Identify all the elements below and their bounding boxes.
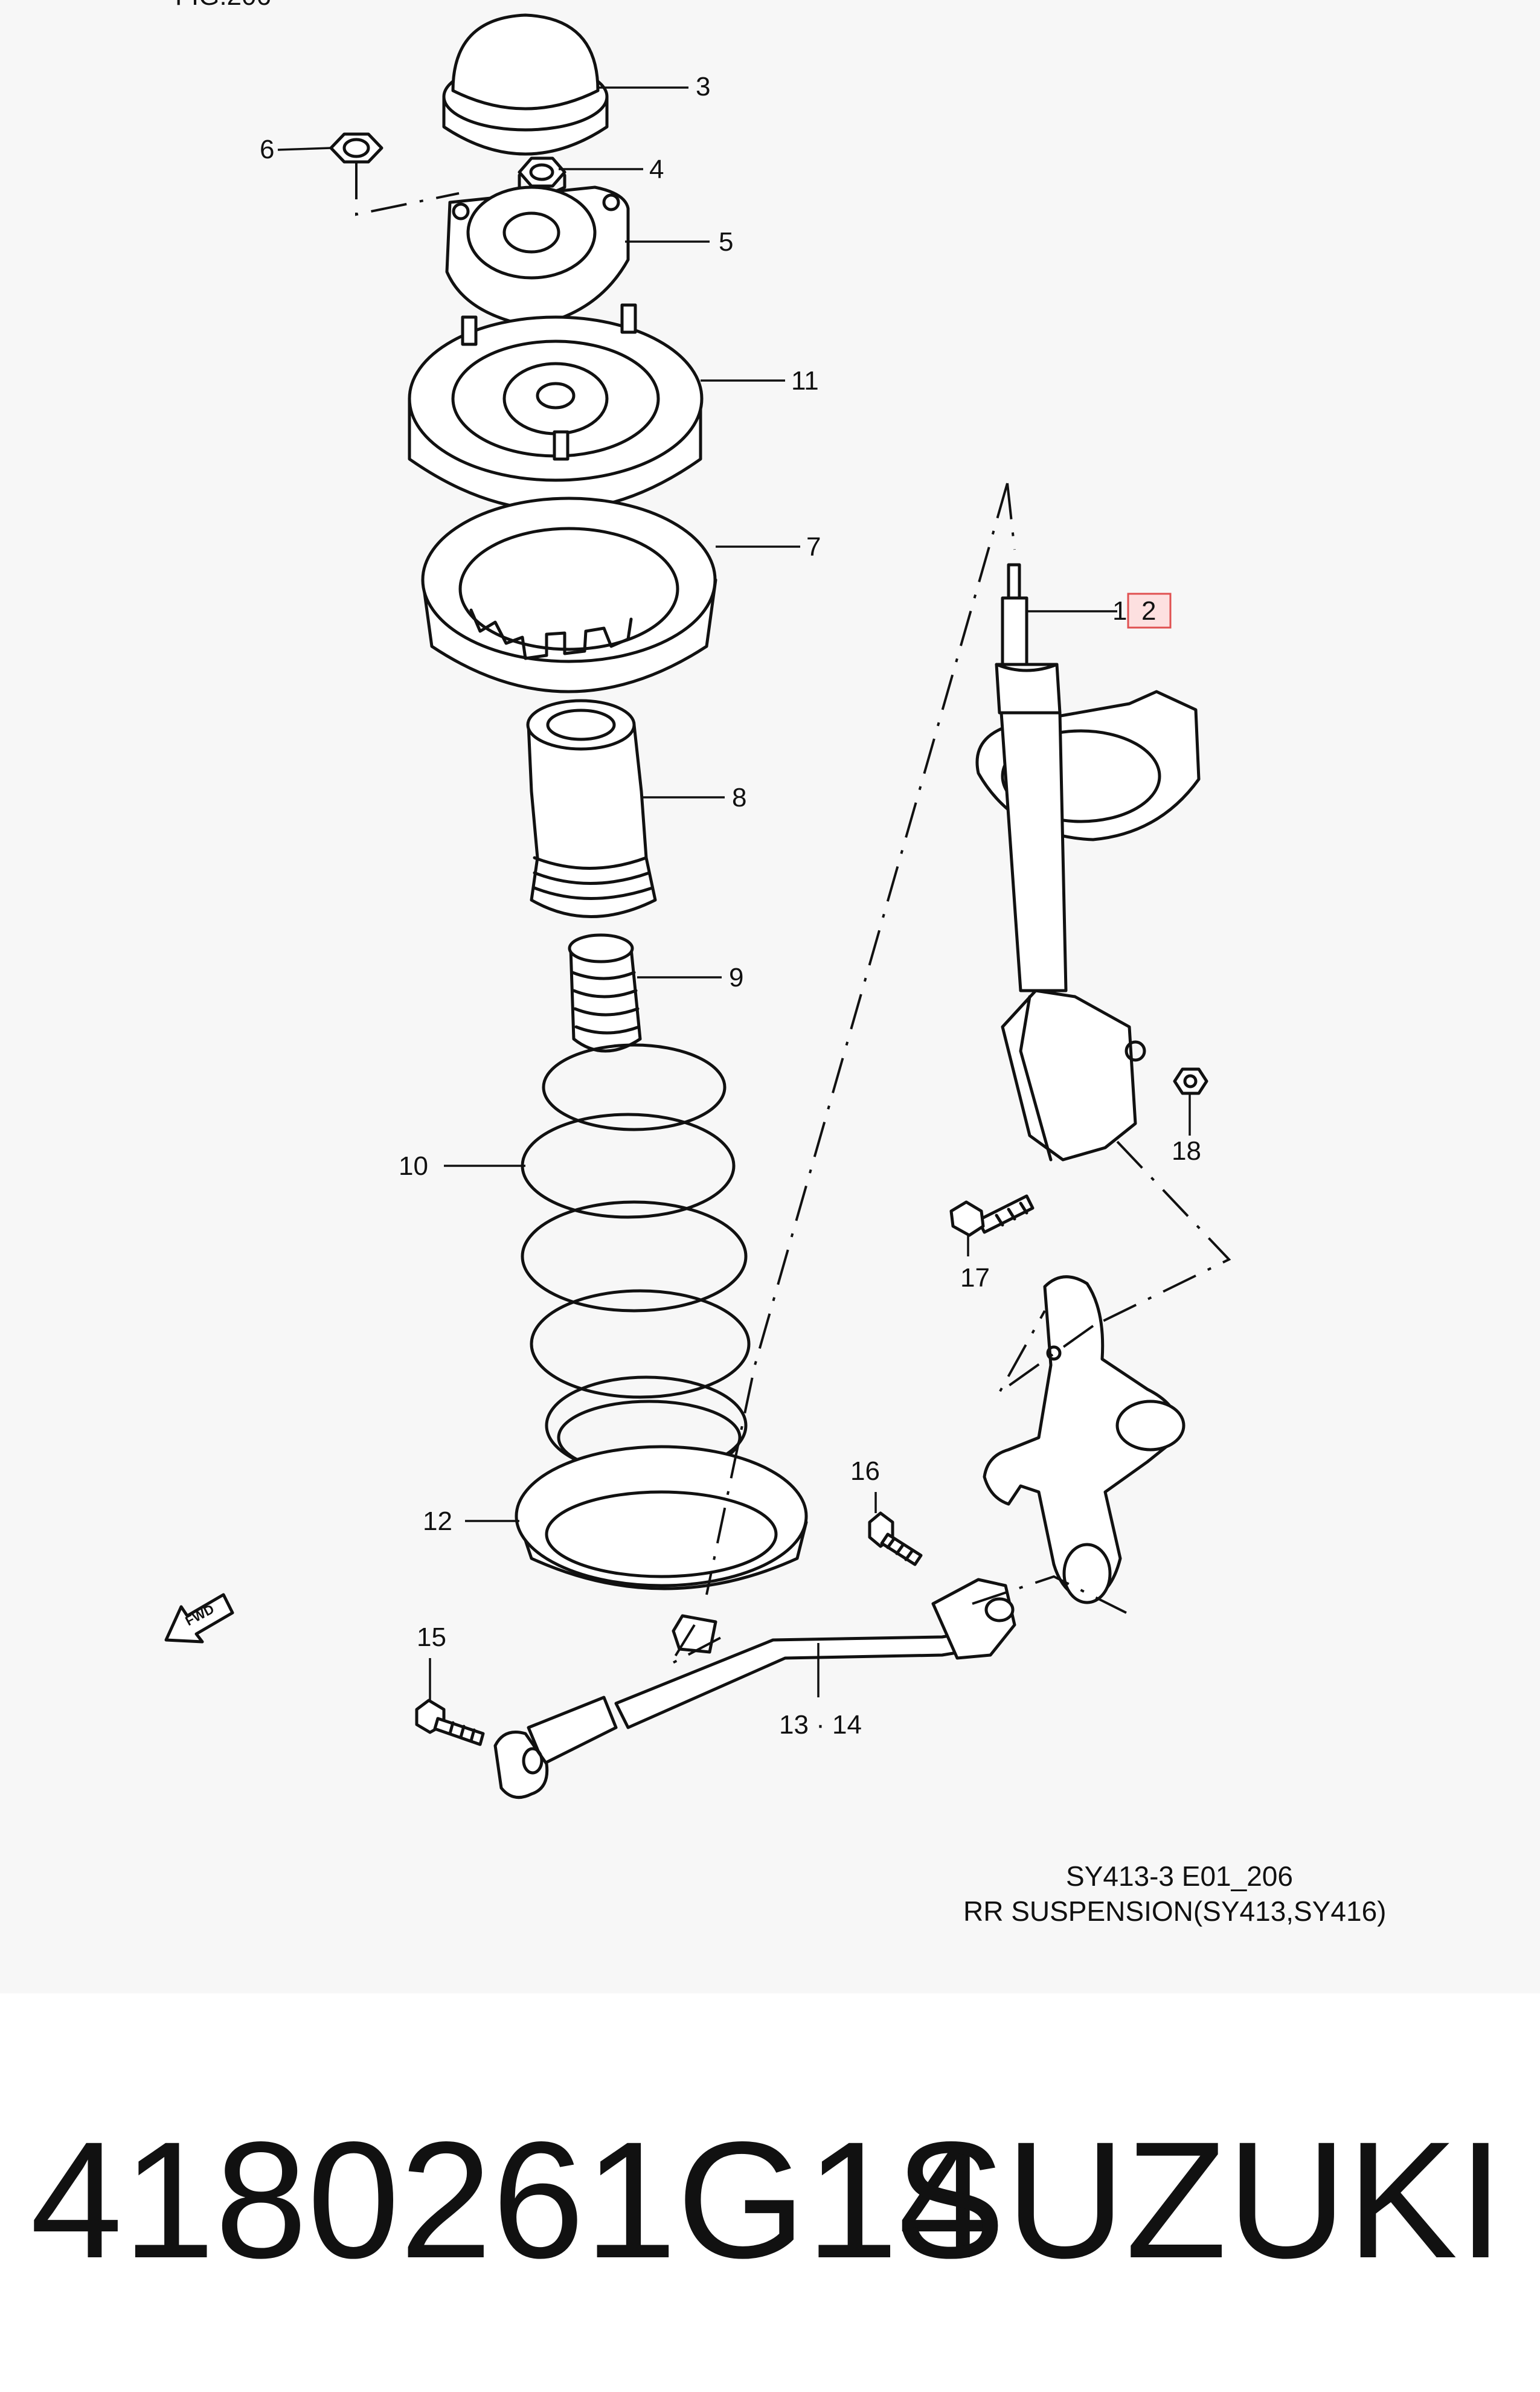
callout-4[interactable]: 4 — [649, 155, 664, 184]
callout-11[interactable]: 11 — [791, 366, 819, 396]
brand-name: SUZUKI — [894, 2107, 1504, 2293]
knuckle-hub[interactable] — [983, 1275, 1185, 1604]
callout-10[interactable]: 10 — [399, 1151, 428, 1181]
part-13-14-arm[interactable] — [493, 1578, 1016, 1799]
callout-6[interactable]: 6 — [260, 135, 274, 164]
callout-7[interactable]: 7 — [806, 532, 821, 562]
diagram-code: SY413-3 E01_206 — [1066, 1860, 1293, 1892]
part-8-bump-stop[interactable] — [526, 699, 657, 918]
callout-8[interactable]: 8 — [732, 783, 746, 812]
callout-2[interactable]: 2 — [1141, 596, 1156, 626]
part-17-bolt[interactable] — [949, 1194, 1035, 1237]
callout-17[interactable]: 17 — [960, 1263, 990, 1293]
part-11-upper-mount[interactable] — [408, 303, 704, 512]
part-12-lower-seat[interactable] — [515, 1445, 808, 1590]
part-18-nut[interactable] — [1173, 1067, 1208, 1095]
part-10-coil-spring[interactable] — [521, 1043, 751, 1476]
part-16-bolt[interactable] — [868, 1511, 923, 1566]
part-9-dust-boot[interactable] — [568, 933, 642, 1053]
callout-15[interactable]: 15 — [417, 1622, 446, 1652]
part-7-spring-seat[interactable] — [421, 497, 717, 693]
callout-18[interactable]: 18 — [1172, 1136, 1201, 1166]
fig-header: FIG.206 — [175, 0, 271, 11]
part-5-mount[interactable] — [445, 185, 630, 328]
callout-13-14[interactable]: 13 · 14 — [779, 1710, 862, 1740]
callout-1[interactable]: 1 — [1112, 596, 1127, 626]
fwd-arrow-icon: FWD — [164, 1593, 234, 1644]
part-1-2-strut[interactable] — [975, 563, 1201, 1162]
exploded-parts-diagram: FIG.206 — [164, 0, 1387, 1927]
part-6-nut[interactable] — [329, 132, 383, 164]
callout-3[interactable]: 3 — [696, 72, 710, 101]
callout-9[interactable]: 9 — [729, 963, 743, 992]
part-number: 4180261G14 — [30, 2107, 991, 2293]
part-15-bolt[interactable] — [415, 1699, 485, 1746]
diagram-panel: FIG.206 — [164, 0, 1387, 1927]
callout-16[interactable]: 16 — [850, 1456, 880, 1486]
callout-2-highlight — [1127, 593, 1172, 629]
diagram-title: RR SUSPENSION(SY413,SY416) — [963, 1895, 1387, 1927]
callout-5[interactable]: 5 — [719, 227, 733, 257]
part-3-cap[interactable] — [442, 13, 609, 156]
callout-12[interactable]: 12 — [423, 1506, 452, 1536]
